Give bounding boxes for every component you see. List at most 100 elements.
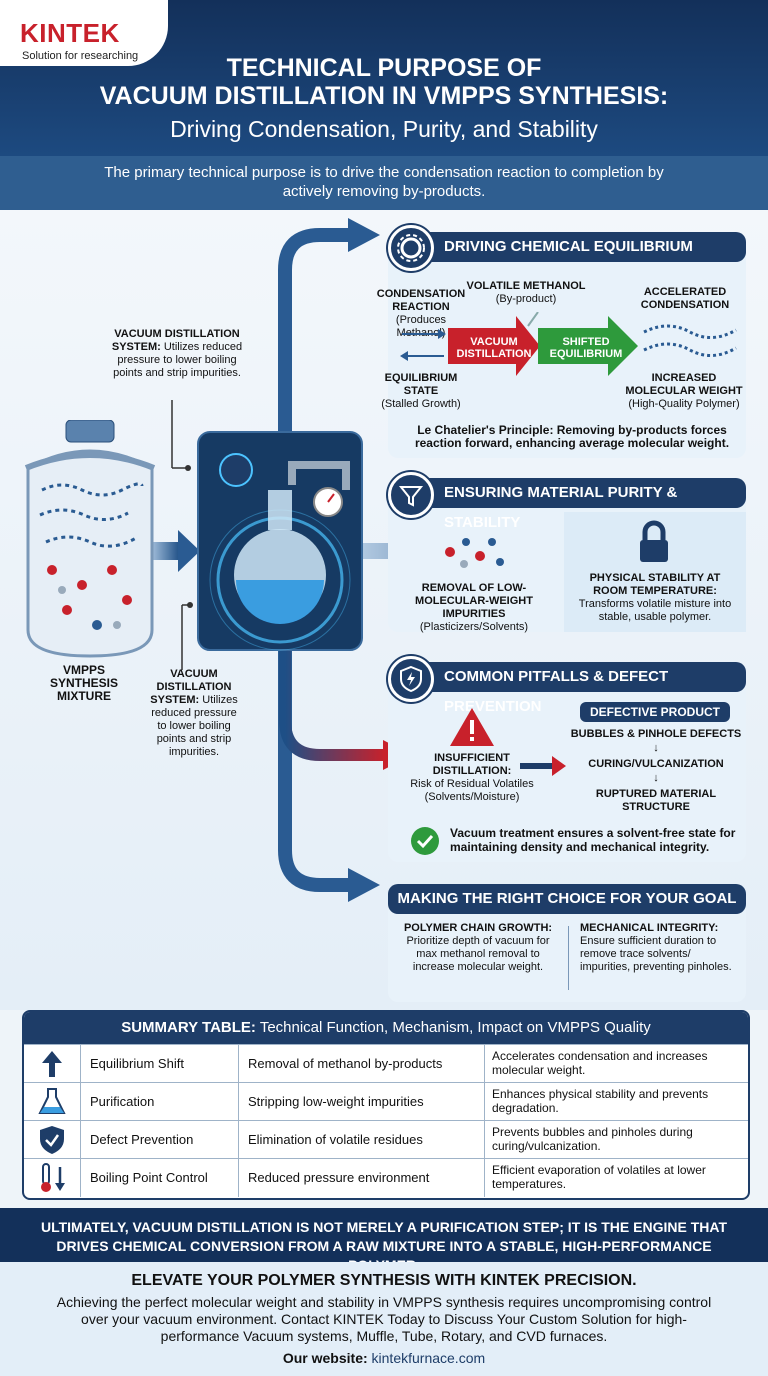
vacuum-apparatus-icon xyxy=(197,431,363,651)
col-divider xyxy=(238,1083,239,1121)
system-label-top-text: Utilizes reduced pressure to lower boili… xyxy=(113,341,243,379)
equilibrium-state-label: EQUILIBRIUM STATE (Stalled Growth) xyxy=(366,372,476,411)
equilibrium-arrows xyxy=(400,312,638,376)
thermometer-down-icon xyxy=(24,1159,81,1197)
table-row: Boiling Point Control Reduced pressure e… xyxy=(24,1158,748,1197)
table-cell-mechanism: Stripping low-weight impurities xyxy=(248,1094,424,1109)
synthesis-vessel-icon xyxy=(24,420,156,658)
check-circle-icon xyxy=(411,827,439,855)
section-choice-header: MAKING THE RIGHT CHOICE FOR YOUR GOAL xyxy=(388,884,746,914)
logo-tagline: Solution for researching xyxy=(22,50,139,62)
choice-left: POLYMER CHAIN GROWTH: Prioritize depth o… xyxy=(396,922,560,974)
table-cell-impact: Enhances physical stability and prevents… xyxy=(492,1087,709,1115)
molecular-weight-label: INCREASED MOLECULAR WEIGHT (High-Quality… xyxy=(622,372,746,411)
intro-band xyxy=(0,156,768,210)
logo-name: KINTEK xyxy=(20,18,120,48)
mw-sub: (High-Quality Polymer) xyxy=(628,398,740,410)
vacuum-arrow-label: VACUUM DISTILLATION xyxy=(456,336,532,360)
cta-panel: ELEVATE YOUR POLYMER SYNTHESIS WITH KINT… xyxy=(0,1262,768,1376)
stability-bold: PHYSICAL STABILITY AT ROOM TEMPERATURE: xyxy=(589,572,721,597)
choice-right-text: Ensure sufficient duration to remove tra… xyxy=(580,935,732,973)
removal-label: REMOVAL OF LOW-MOLECULAR-WEIGHT IMPURITI… xyxy=(404,582,544,634)
section-purity-header: ENSURING MATERIAL PURITY & STABILITY xyxy=(412,478,746,531)
shifted-arrow-label: SHIFTED EQUILIBRIUM xyxy=(549,336,623,360)
intro-text: The primary technical purpose is to driv… xyxy=(104,164,664,200)
table-cell-impact: Accelerates condensation and increases m… xyxy=(492,1049,708,1077)
table-cell-impact: Efficient evaporation of volatiles at lo… xyxy=(492,1163,706,1191)
equilibrium-bold: EQUILIBRIUM STATE xyxy=(384,372,458,397)
defective-product-badge: DEFECTIVE PRODUCT xyxy=(580,702,730,722)
title-line1: TECHNICAL PURPOSE OF xyxy=(226,54,542,82)
defect-step3: RUPTURED MATERIAL STRUCTURE xyxy=(595,788,717,813)
table-title-bold: SUMMARY TABLE: xyxy=(121,1019,256,1036)
methanol-label: VOLATILE METHANOL (By-product) xyxy=(466,280,586,306)
choice-right-bold: MECHANICAL INTEGRITY: xyxy=(580,922,719,934)
table-cell-function: Purification xyxy=(90,1094,155,1109)
funnel-icon xyxy=(388,472,434,518)
system-label-top-bold: VACUUM DISTILLATION SYSTEM: xyxy=(111,328,240,353)
flask-icon xyxy=(24,1083,81,1121)
stability-panel xyxy=(564,512,746,632)
defect-arrow-icon-2: ↓ xyxy=(653,772,659,784)
logo[interactable] xyxy=(0,0,168,66)
system-label-top: VACUUM DISTILLATION SYSTEM: Utilizes red… xyxy=(108,328,246,380)
section-pitfalls-header: COMMON PITFALLS & DEFECT PREVENTION xyxy=(412,662,746,715)
system-label-bottom: VACUUM DISTILLATION SYSTEM: Utilizes red… xyxy=(148,668,240,759)
removal-bold: REMOVAL OF LOW-MOLECULAR-WEIGHT IMPURITI… xyxy=(415,582,533,620)
check-text: Vacuum treatment ensures a solvent-free … xyxy=(450,826,736,854)
table-row: Purification Stripping low-weight impuri… xyxy=(24,1082,748,1121)
table-cell-mechanism: Removal of methanol by-products xyxy=(248,1056,443,1071)
insufficient-label: INSUFFICIENT DISTILLATION: Risk of Resid… xyxy=(410,752,534,804)
shield-check-icon xyxy=(24,1121,81,1159)
condensation-bold: CONDENSATION REACTION xyxy=(376,288,466,313)
website-line: Our website: kintekfurnace.com xyxy=(0,1350,768,1366)
defect-arrow xyxy=(520,756,566,776)
website-link[interactable]: kintekfurnace.com xyxy=(371,1350,486,1366)
col-divider xyxy=(484,1083,485,1121)
insufficient-bold: INSUFFICIENT DISTILLATION: xyxy=(432,752,512,777)
cta-title: ELEVATE YOUR POLYMER SYNTHESIS WITH KINT… xyxy=(131,1272,637,1289)
defect-step2: CURING/VULCANIZATION xyxy=(588,758,724,770)
lock-icon xyxy=(640,520,668,562)
table-title-rest: Technical Function, Mechanism, Impact on… xyxy=(259,1019,651,1036)
table-cell-function: Equilibrium Shift xyxy=(90,1056,184,1071)
conclusion-band: ULTIMATELY, VACUUM DISTILLATION IS NOT M… xyxy=(0,1208,768,1273)
shield-bolt-icon xyxy=(388,656,434,702)
polymer-chain-icon xyxy=(643,324,737,357)
summary-table: SUMMARY TABLE: Technical Function, Mecha… xyxy=(22,1010,750,1200)
mw-bold: INCREASED MOLECULAR WEIGHT xyxy=(625,372,743,397)
choice-right: MECHANICAL INTEGRITY: Ensure sufficient … xyxy=(580,922,740,974)
col-divider xyxy=(484,1045,485,1083)
methanol-bold: VOLATILE METHANOL xyxy=(466,280,586,292)
table-cell-impact: Prevents bubbles and pinholes during cur… xyxy=(492,1125,693,1153)
conclusion-text: ULTIMATELY, VACUUM DISTILLATION IS NOT M… xyxy=(40,1219,727,1273)
choice-left-bold: POLYMER CHAIN GROWTH: xyxy=(403,922,553,934)
warning-icon xyxy=(450,708,494,746)
col-divider xyxy=(238,1045,239,1083)
subtitle: Driving Condensation, Purity, and Stabil… xyxy=(170,116,598,142)
website-label: Our website: xyxy=(282,1350,368,1366)
condensation-label: CONDENSATION REACTION (Produces Methanol… xyxy=(370,288,472,340)
col-divider xyxy=(484,1121,485,1159)
insufficient-text: Risk of Residual Volatiles (Solvents/Moi… xyxy=(410,778,534,803)
table-cell-function: Boiling Point Control xyxy=(90,1170,208,1185)
col-divider xyxy=(484,1159,485,1197)
up-arrow-icon xyxy=(24,1045,81,1083)
defect-step1: BUBBLES & PINHOLE DEFECTS xyxy=(570,728,742,740)
system-label-bottom-text: Utilizes reduced pressure to lower boili… xyxy=(151,694,238,758)
table-cell-function: Defect Prevention xyxy=(90,1132,194,1147)
accelerated-label: ACCELERATED CONDENSATION xyxy=(640,286,730,311)
title-line2: VACUUM DISTILLATION IN VMPPS SYNTHESIS: xyxy=(99,82,669,110)
table-cell-mechanism: Elimination of volatile residues xyxy=(248,1132,423,1147)
mixture-label: VMPPS SYNTHESIS MIXTURE xyxy=(49,663,118,703)
choice-left-text: Prioritize depth of vacuum for max metha… xyxy=(406,935,550,973)
table-row: Defect Prevention Elimination of volatil… xyxy=(24,1120,748,1159)
gear-icon xyxy=(388,225,434,271)
equilibrium-sub: (Stalled Growth) xyxy=(381,398,461,410)
stability-label: PHYSICAL STABILITY AT ROOM TEMPERATURE: … xyxy=(574,572,736,624)
table-cell-mechanism: Reduced pressure environment xyxy=(248,1170,430,1185)
defect-arrow-icon-1: ↓ xyxy=(653,742,659,754)
col-divider xyxy=(238,1159,239,1197)
methanol-sub: (By-product) xyxy=(495,293,557,305)
section-equilibrium-header: DRIVING CHEMICAL EQUILIBRIUM xyxy=(412,232,746,262)
